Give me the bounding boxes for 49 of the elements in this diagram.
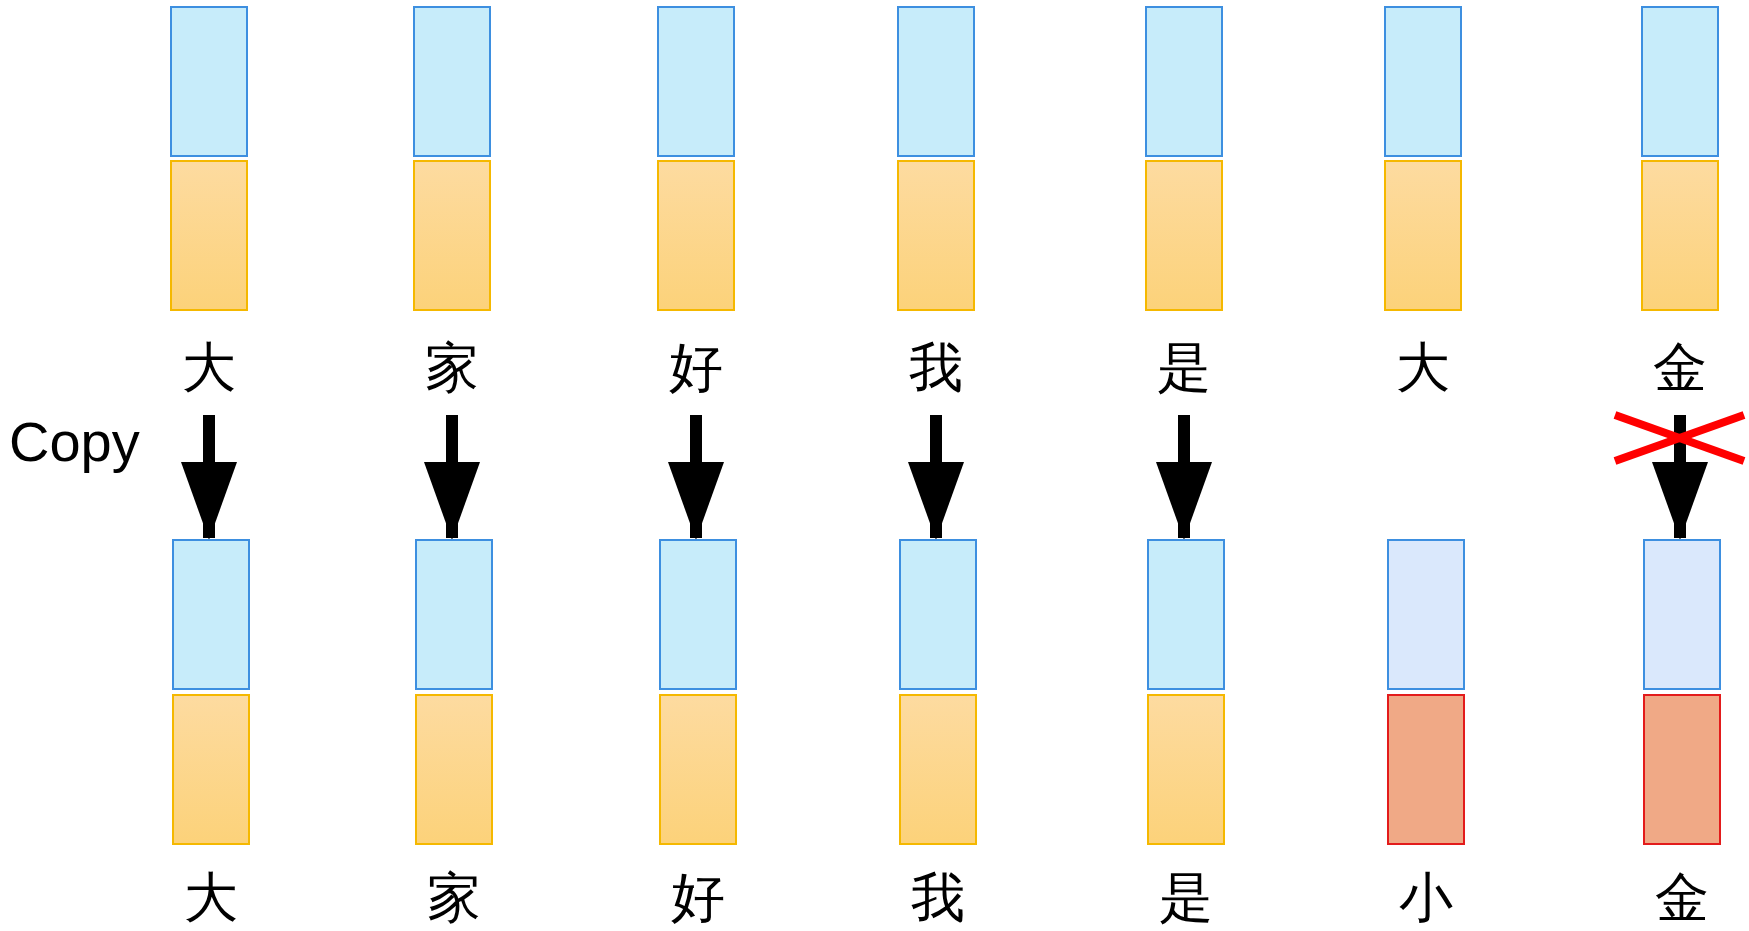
character: 家 <box>412 338 492 398</box>
arrow <box>668 415 724 540</box>
character: 是 <box>1146 868 1226 928</box>
embedding-box <box>657 6 735 157</box>
embedding-box <box>899 539 977 690</box>
character: 金 <box>1640 338 1720 398</box>
embedding-box <box>1641 160 1719 311</box>
arrow <box>424 415 480 540</box>
embedding-box <box>1387 694 1465 845</box>
embedding-box <box>170 160 248 311</box>
embedding-box <box>1147 539 1225 690</box>
embedding-box <box>1643 539 1721 690</box>
character: 我 <box>898 868 978 928</box>
embedding-box <box>1641 6 1719 157</box>
embedding-box <box>659 539 737 690</box>
embedding-box <box>897 6 975 157</box>
arrow <box>1156 415 1212 540</box>
character: 大 <box>169 338 249 398</box>
character: 家 <box>414 868 494 928</box>
character: 金 <box>1642 868 1722 928</box>
embedding-box <box>657 160 735 311</box>
embedding-box <box>1643 694 1721 845</box>
embedding-box <box>659 694 737 845</box>
embedding-box <box>899 694 977 845</box>
arrow <box>908 415 964 540</box>
copy-label: Copy <box>9 410 140 474</box>
embedding-box <box>415 694 493 845</box>
embedding-box <box>1145 6 1223 157</box>
embedding-box <box>170 6 248 157</box>
character: 是 <box>1144 338 1224 398</box>
embedding-box <box>415 539 493 690</box>
character: 好 <box>658 868 738 928</box>
character: 我 <box>896 338 976 398</box>
embedding-box <box>1387 539 1465 690</box>
embedding-box <box>172 694 250 845</box>
character: 大 <box>1383 338 1463 398</box>
embedding-box <box>1384 160 1462 311</box>
arrow <box>181 415 237 540</box>
embedding-box <box>1384 6 1462 157</box>
character: 大 <box>171 868 251 928</box>
embedding-box <box>413 6 491 157</box>
embedding-box <box>1147 694 1225 845</box>
arrow <box>1652 415 1708 540</box>
character: 小 <box>1386 868 1466 928</box>
character: 好 <box>656 338 736 398</box>
embedding-box <box>413 160 491 311</box>
embedding-box <box>897 160 975 311</box>
embedding-box <box>172 539 250 690</box>
embedding-box <box>1145 160 1223 311</box>
